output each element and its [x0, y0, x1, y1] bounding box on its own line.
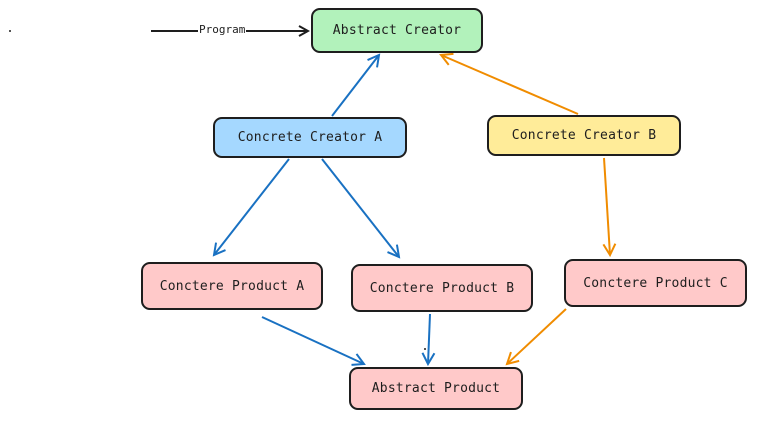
concrete-creator-b-label: Concrete Creator B [511, 128, 657, 143]
abstract-product-label: Abstract Product [371, 381, 501, 396]
product-c-node[interactable]: Conctere Product C [564, 259, 747, 307]
product-b-label: Conctere Product B [369, 280, 515, 296]
abstract-product-node[interactable]: Abstract Product [349, 367, 523, 410]
arrow-concrete-b-to-product-c [604, 157, 610, 255]
arrow-concrete-a-to-product-b [321, 158, 399, 257]
arrow-product-c-to-abstract-product [507, 308, 567, 364]
arrow-concrete-a-to-abstract-creator [331, 55, 379, 117]
concrete-creator-b-node[interactable]: Concrete Creator B [487, 115, 681, 156]
stray-dot [9, 30, 11, 32]
stray-dot [424, 348, 426, 350]
product-a-node[interactable]: Conctere Product A [141, 262, 323, 310]
arrow-product-b-to-abstract-product [428, 313, 430, 364]
arrow-product-a-to-abstract-product [261, 316, 364, 364]
concrete-creator-a-node[interactable]: Concrete Creator A [213, 117, 407, 158]
abstract-creator-node[interactable]: Abstract Creator [311, 8, 483, 53]
abstract-creator-label: Abstract Creator [332, 23, 462, 38]
product-a-label: Conctere Product A [159, 278, 305, 294]
program-label: Program [198, 23, 247, 36]
product-b-node[interactable]: Conctere Product B [351, 264, 533, 312]
arrow-concrete-b-to-abstract-creator [441, 55, 579, 115]
concrete-creator-a-label: Concrete Creator A [237, 130, 383, 145]
arrow-concrete-a-to-product-a [214, 158, 290, 255]
product-c-label: Conctere Product C [583, 275, 728, 291]
